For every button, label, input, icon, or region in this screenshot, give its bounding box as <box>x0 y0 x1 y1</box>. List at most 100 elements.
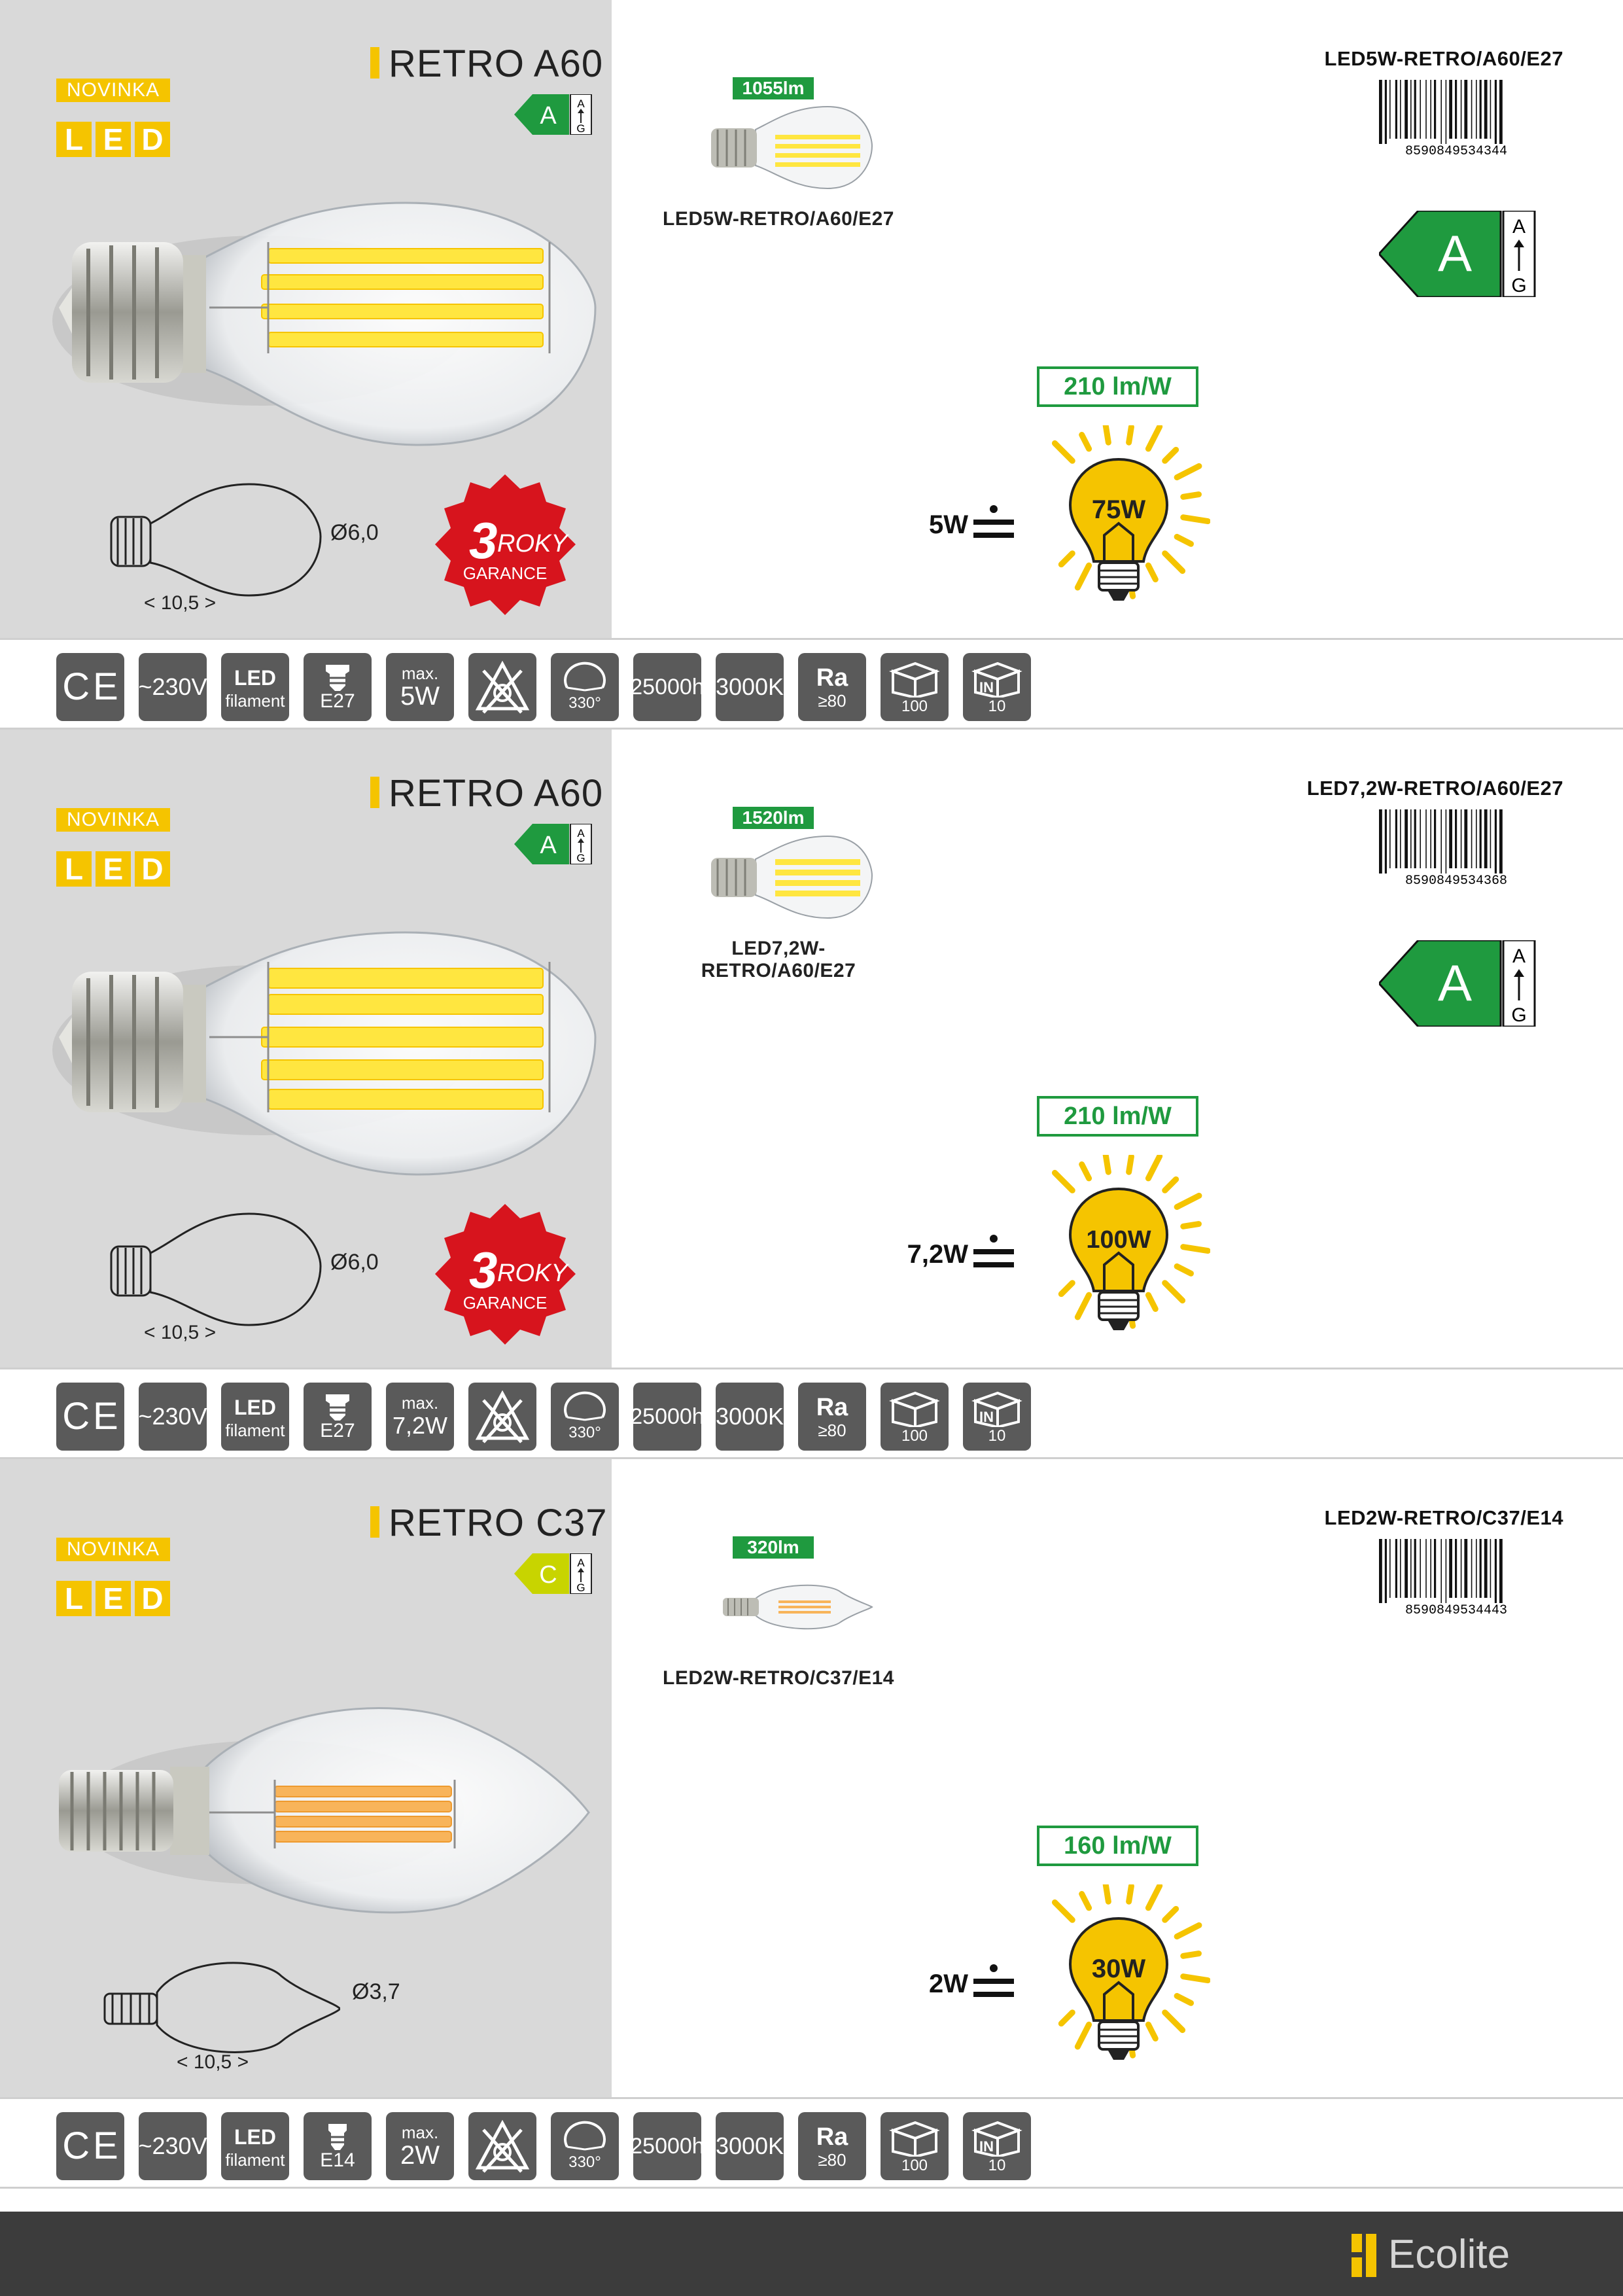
color-temperature-icon: 3000K <box>716 1383 784 1451</box>
color-temperature-icon: 3000K <box>716 2112 784 2180</box>
max-wattage-icon: max.5W <box>386 653 454 721</box>
product-code: LED2W-RETRO/C37/E14 <box>1324 1506 1563 1529</box>
guarantee-number: 3 <box>469 512 497 569</box>
scale-bottom: G <box>1511 1004 1526 1026</box>
barcode-bar <box>1430 1539 1431 1598</box>
mini-product-code: LED7,2W-RETRO/A60/E27 <box>701 938 856 981</box>
beam-angle-icon: 330° <box>551 1383 619 1451</box>
scale-bottom: G <box>576 122 585 135</box>
color-temperature-icon: 3000K <box>716 653 784 721</box>
barcode-bar <box>1430 809 1431 868</box>
new-badge: NOVINKA <box>56 79 170 102</box>
inner-box-label: IN <box>979 1409 994 1425</box>
barcode-bar <box>1395 80 1397 139</box>
led-letter: D <box>135 122 170 157</box>
barcode-bar <box>1379 1539 1382 1603</box>
barcode-bar <box>1440 1539 1442 1603</box>
sun-ray <box>1079 1161 1092 1182</box>
barcode-bar <box>1494 809 1497 874</box>
energy-class-letter: C <box>539 1561 557 1589</box>
equivalent-bulb-icon: 100W <box>1051 1155 1210 1330</box>
sun-ray <box>1074 562 1092 591</box>
sun-ray <box>1079 1891 1092 1911</box>
barcode-bar <box>1455 1539 1457 1598</box>
length-label: < 10,5 > <box>177 2051 249 2073</box>
product-title: RETRO A60 <box>389 43 604 85</box>
led-letter: D <box>135 851 170 887</box>
no-dimming-icon <box>468 2112 536 2180</box>
color-rendering-icon: Ra≥80 <box>798 1383 866 1451</box>
guarantee-word: ROKY <box>497 1260 569 1287</box>
product-visual-panel: NOVINKA L E D RETRO A60 A A G <box>0 0 612 638</box>
barcode-icon: 8590849534443 <box>1379 1539 1507 1617</box>
barcode-bar <box>1490 1539 1492 1598</box>
a60-outline-drawing-icon <box>110 483 322 597</box>
max-wattage-icon: max.2W <box>386 2112 454 2180</box>
led-letter: D <box>135 1581 170 1616</box>
product-section-1: NOVINKA L E D RETRO A60 A A G <box>0 0 1623 730</box>
brand-name: Ecolite <box>1388 2232 1510 2277</box>
c37-candle-bulb-photo-icon <box>59 1707 590 1914</box>
lumen-tag: 1055lm <box>733 77 814 99</box>
sun-ray <box>1174 533 1194 547</box>
energy-class-large-icon: A A G <box>1379 940 1536 1027</box>
lifetime-icon: 25000h <box>633 1383 701 1451</box>
barcode-bar <box>1384 1539 1387 1603</box>
barcode-bar <box>1449 1539 1452 1598</box>
barcode-bar <box>1471 1539 1473 1598</box>
barcode-bar <box>1471 809 1473 868</box>
barcode-icon: 8590849534368 <box>1379 809 1507 888</box>
barcode-bar <box>1389 809 1391 868</box>
barcode-bar <box>1405 809 1408 868</box>
barcode-bar <box>1410 1539 1412 1598</box>
barcode-bar <box>1405 80 1408 139</box>
voltage-icon: ~230V <box>139 1383 207 1451</box>
lifetime-icon: 25000h <box>633 653 701 721</box>
barcode-bar <box>1499 80 1503 144</box>
barcode-bar <box>1414 809 1416 868</box>
led-badge: L E D <box>56 1581 170 1616</box>
barcode-bar <box>1464 809 1468 868</box>
energy-class-small-icon: A A G <box>514 94 592 135</box>
led-badge: L E D <box>56 122 170 157</box>
guarantee-label: GARANCE <box>463 1293 548 1313</box>
sun-ray <box>1162 1905 1179 1923</box>
sun-ray <box>1145 2021 1159 2041</box>
barcode-bar <box>1440 809 1442 874</box>
energy-class-small-icon: A A G <box>514 824 592 864</box>
color-rendering-icon: Ra≥80 <box>798 2112 866 2180</box>
ecolite-logo-mark-icon <box>1352 2234 1376 2277</box>
voltage-icon: ~230V <box>139 2112 207 2180</box>
sun-ray <box>1180 491 1202 500</box>
barcode-bar <box>1455 809 1457 868</box>
sun-ray <box>1145 562 1159 582</box>
product-title: RETRO C37 <box>389 1502 608 1544</box>
barcode-bar <box>1494 1539 1497 1603</box>
no-dimming-icon <box>468 1383 536 1451</box>
barcode-bar <box>1384 809 1387 874</box>
product-visual-panel: NOVINKA L E D RETRO C37 C A G <box>0 1459 612 2097</box>
scale-top: A <box>577 827 585 839</box>
sun-ray <box>1102 425 1111 446</box>
scale-bottom: G <box>1511 275 1526 296</box>
sun-ray <box>1145 1292 1159 1312</box>
barcode-bar <box>1455 80 1457 139</box>
footer: Ecolite <box>0 2212 1623 2296</box>
product-code: LED5W-RETRO/A60/E27 <box>1324 47 1563 70</box>
led-letter: E <box>96 122 131 157</box>
a60-bulb-photo-icon <box>52 931 597 1176</box>
barcode-bar <box>1479 809 1482 868</box>
barcode-bar <box>1445 80 1447 144</box>
color-rendering-icon: Ra≥80 <box>798 653 866 721</box>
energy-class-large-icon: A A G <box>1379 211 1536 297</box>
led-badge: L E D <box>56 851 170 887</box>
sun-ray <box>1162 2009 1186 2034</box>
barcode-bar <box>1389 1539 1391 1598</box>
equivalent-bulb-icon: 75W <box>1051 425 1210 601</box>
wattage-label: 7,2W <box>907 1240 968 1269</box>
barcode-bar <box>1434 1539 1437 1598</box>
scale-top: A <box>1512 216 1526 238</box>
